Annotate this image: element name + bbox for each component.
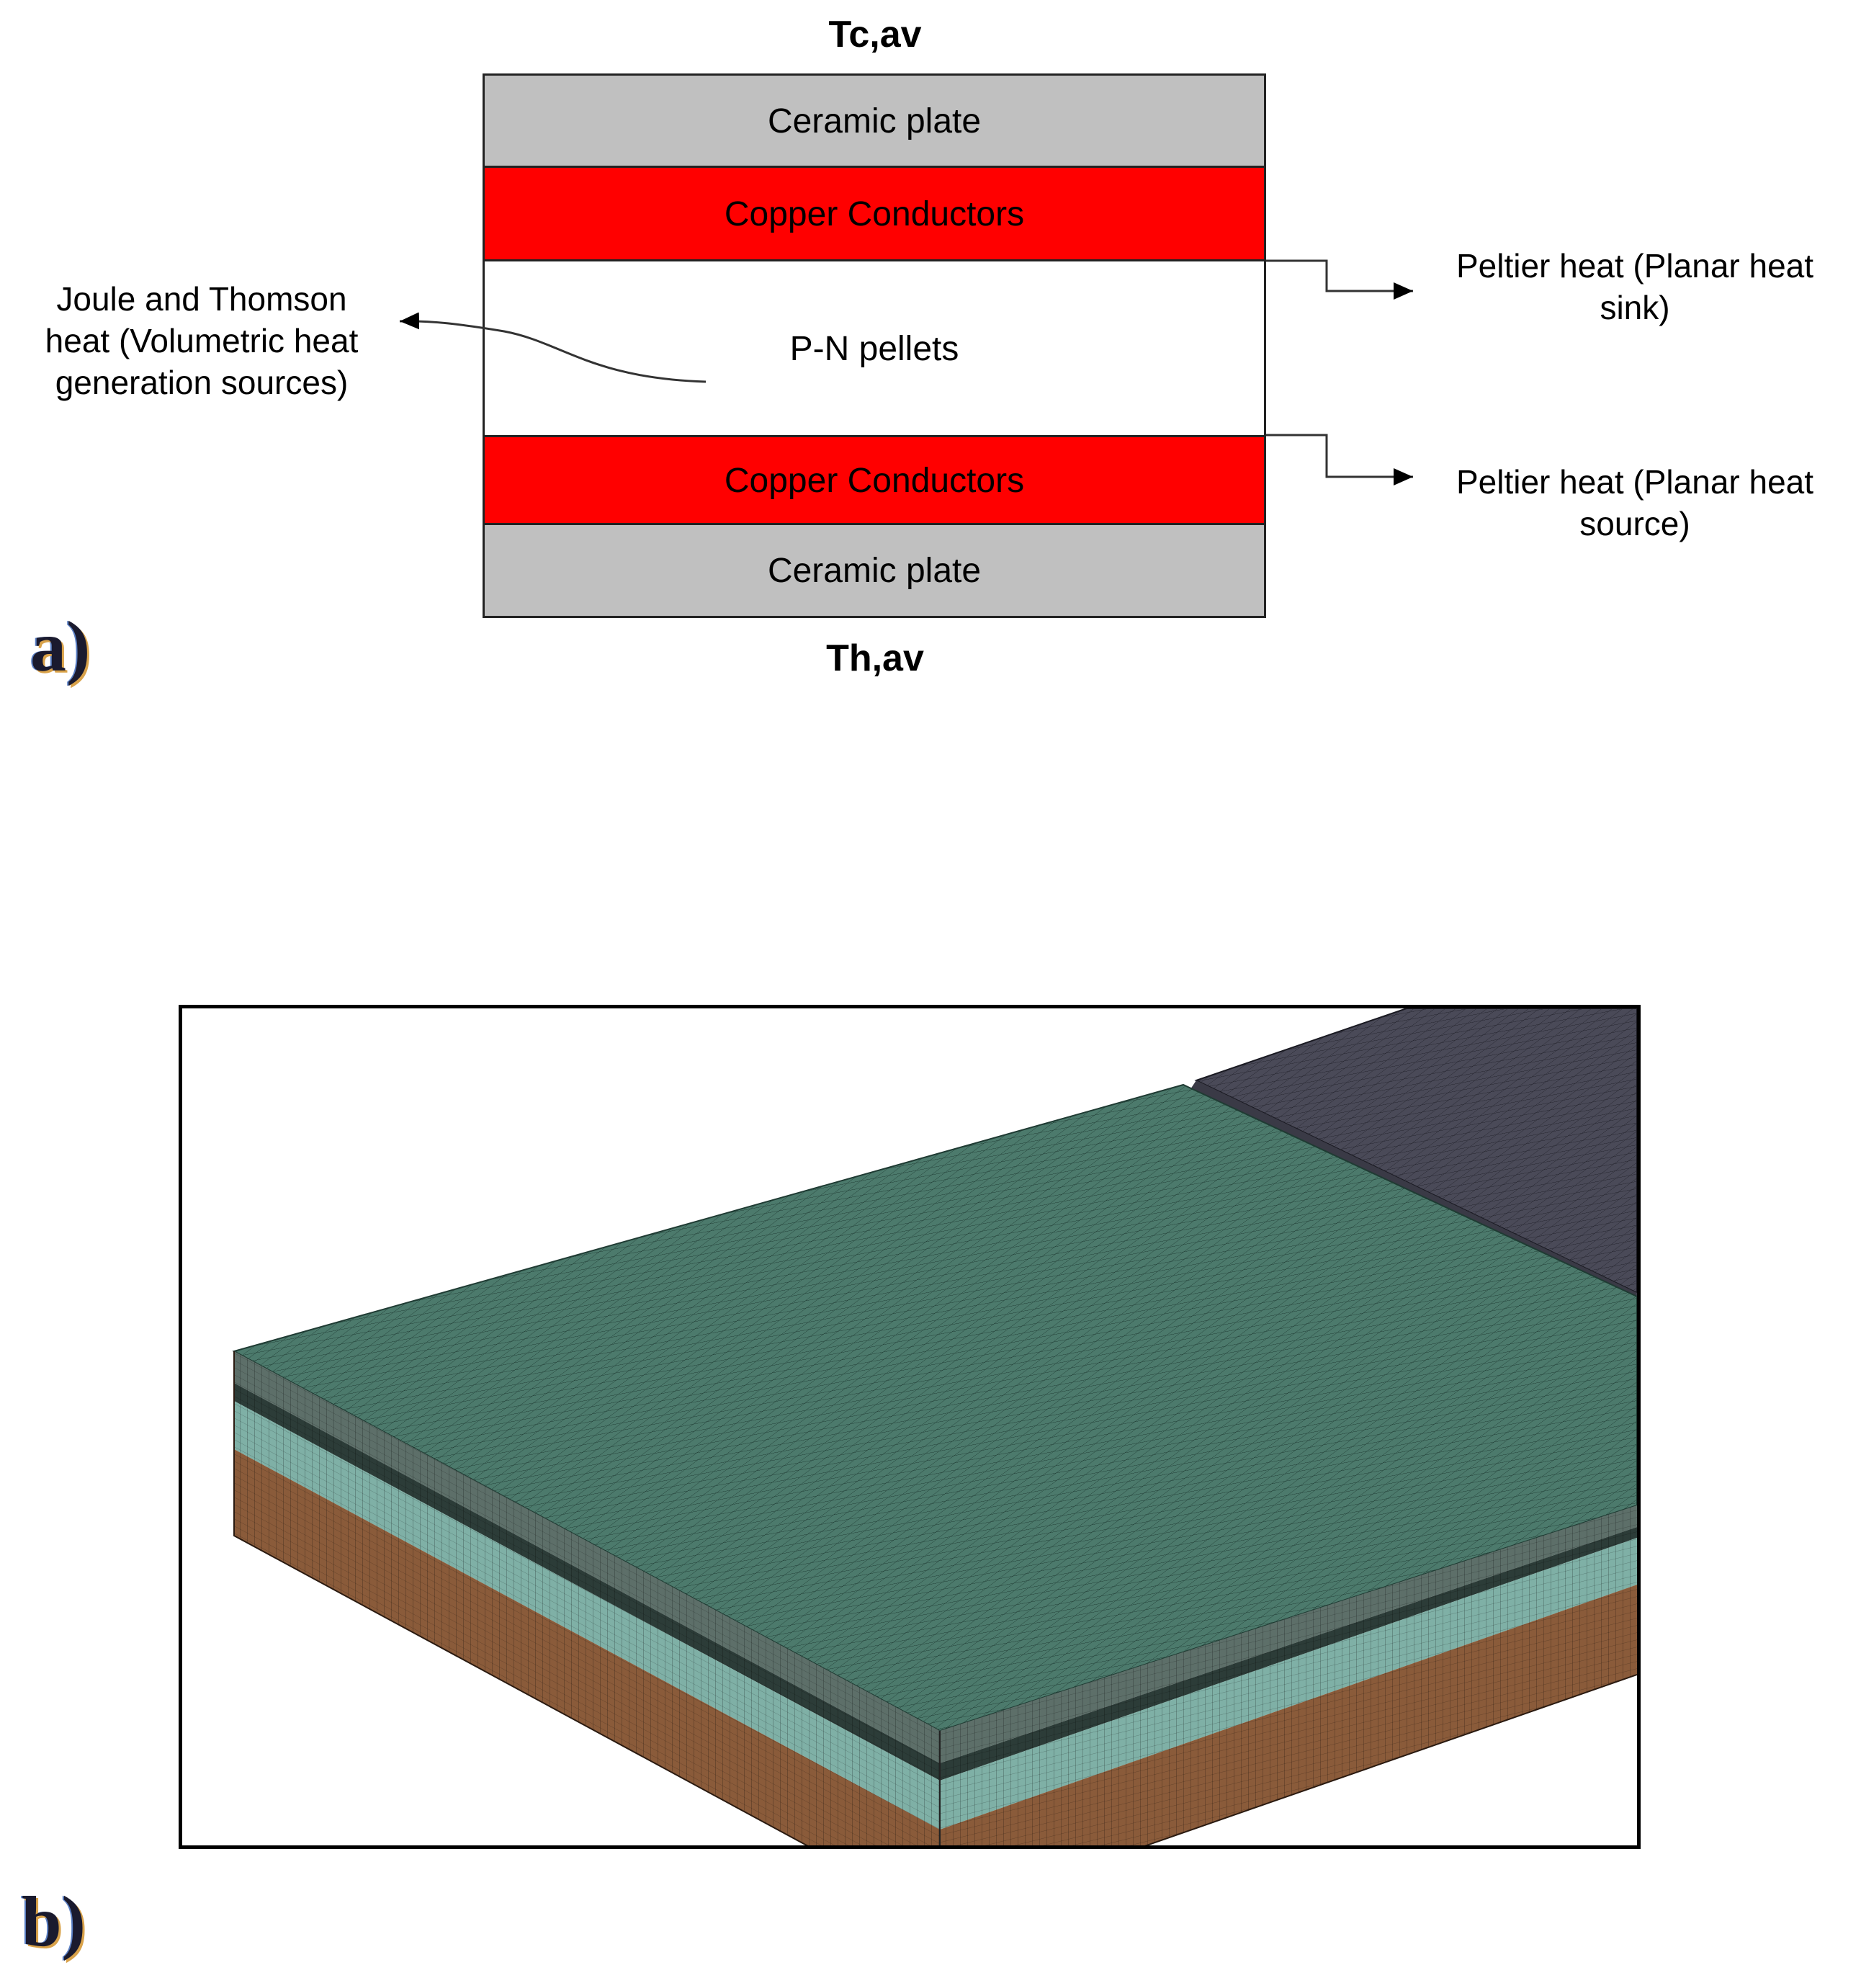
annotation-arrows [399, 259, 1413, 485]
panel-a-label: a) [30, 606, 91, 686]
mesh-view-frame [179, 1005, 1641, 1849]
panel-b-label: b) [22, 1881, 86, 1961]
pn-pellets-layer: P-N pellets [483, 259, 1266, 436]
joule-thomson-line-1: Joule and Thomson [56, 280, 347, 318]
pn-pellets-label: P-N pellets [789, 330, 959, 368]
peltier-sink-line-1: Peltier heat (Planar heat [1456, 247, 1814, 285]
ceramic-plate-bottom-label: Ceramic plate [767, 551, 982, 590]
peltier-source-annotation: Peltier heat (Planar heat source) [1419, 461, 1851, 545]
hot-side-temperature-label: Th,av [826, 637, 924, 679]
adjacent-ceramic-plate-top [1194, 1008, 1637, 1294]
joule-thomson-annotation: Joule and Thomson heat (Volumetric heat … [7, 278, 396, 403]
peltier-source-line-1: Peltier heat (Planar heat [1456, 463, 1814, 501]
copper-conductors-top-label: Copper Conductors [724, 195, 1025, 233]
ceramic-plate-top-label: Ceramic plate [767, 102, 982, 140]
copper-conductors-bottom: Copper Conductors [483, 435, 1266, 524]
copper-conductors-top: Copper Conductors [483, 166, 1266, 261]
peltier-sink-arrow [1266, 259, 1413, 300]
joule-thomson-arrow [399, 312, 707, 383]
peltier-source-arrow [1266, 434, 1413, 485]
mesh-3d-model [232, 1008, 1637, 1845]
ceramic-plate-bottom: Ceramic plate [483, 523, 1266, 618]
copper-conductors-bottom-label: Copper Conductors [724, 462, 1025, 500]
cold-side-temperature-label: Tc,av [828, 14, 922, 55]
peltier-sink-line-2: sink) [1600, 289, 1670, 326]
peltier-source-line-2: source) [1579, 505, 1690, 542]
ceramic-plate-top: Ceramic plate [483, 73, 1266, 167]
joule-thomson-line-2: heat (Volumetric heat [45, 322, 359, 359]
joule-thomson-line-3: generation sources) [55, 364, 349, 401]
peltier-sink-annotation: Peltier heat (Planar heat sink) [1419, 245, 1851, 328]
